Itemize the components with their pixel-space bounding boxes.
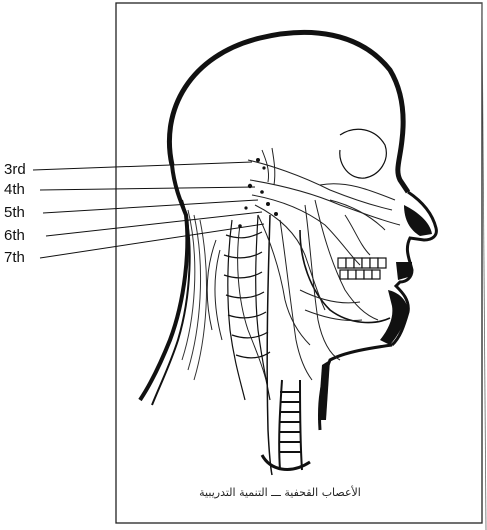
- label-6th: 6th: [4, 228, 25, 243]
- neck-back: [140, 165, 187, 400]
- leader-4th: [40, 187, 255, 190]
- throat-line: [319, 345, 392, 430]
- teeth: [338, 258, 386, 279]
- leader-6th: [46, 212, 262, 236]
- chin-shading: [380, 290, 408, 345]
- neck-back-inner: [152, 200, 190, 405]
- label-4th: 4th: [4, 182, 25, 197]
- leader-7th: [40, 224, 264, 258]
- figure-caption: الأعصاب القحفية ـــ التنمية التدريبية: [160, 486, 400, 499]
- orbit: [340, 129, 387, 178]
- label-5th: 5th: [4, 205, 25, 220]
- throat-dark: [318, 360, 330, 420]
- leader-5th: [43, 200, 258, 213]
- cervical-spine: [224, 215, 270, 400]
- skull-outline: [169, 32, 408, 192]
- spinal-cord: [267, 215, 272, 475]
- leader-3rd: [33, 162, 252, 170]
- label-7th: 7th: [4, 250, 25, 265]
- figure-frame: [116, 3, 482, 523]
- zygomatic-lines: [320, 184, 395, 255]
- label-3rd: 3rd: [4, 162, 26, 177]
